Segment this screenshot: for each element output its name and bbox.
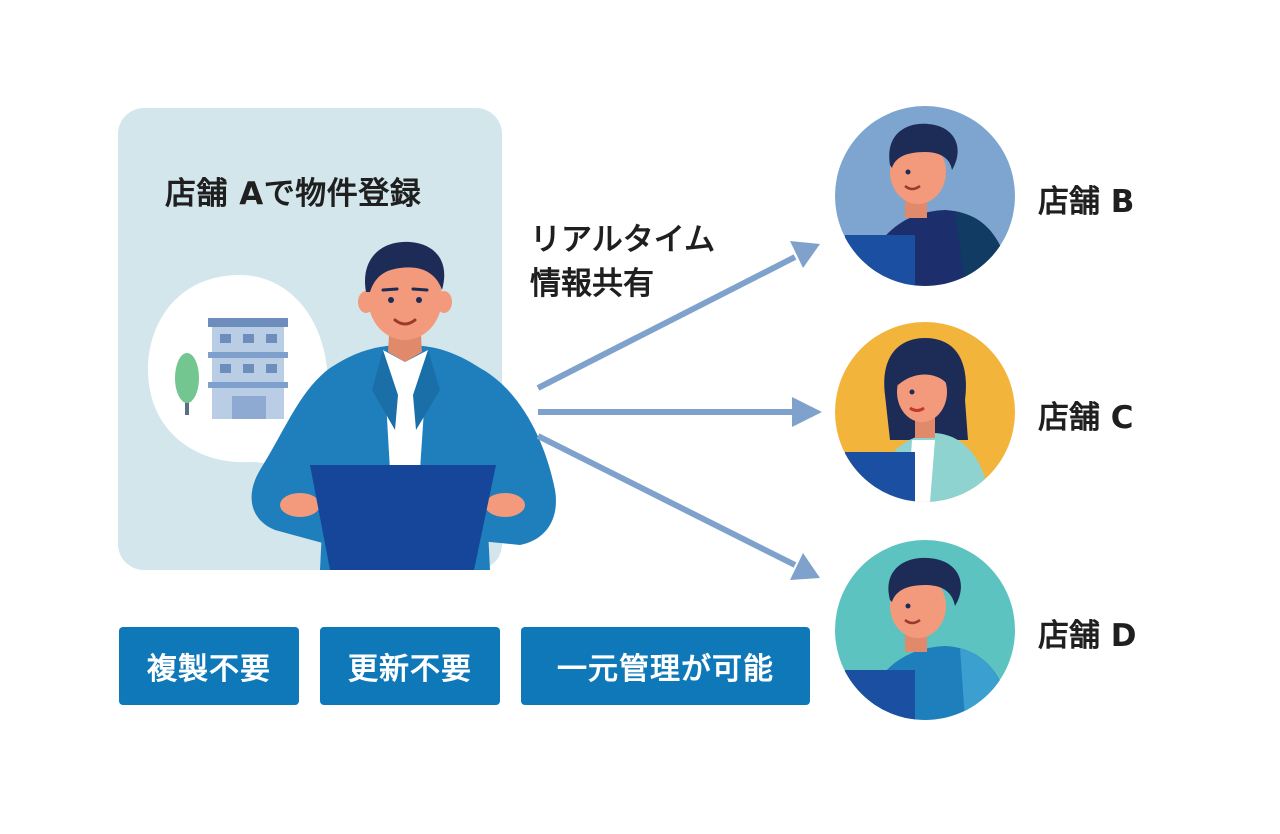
badge-no-duplication: 複製不要 xyxy=(119,627,299,705)
laptop-icon xyxy=(310,465,496,570)
building-icon xyxy=(208,318,288,419)
store-c-label: 店舗 C xyxy=(1038,400,1134,436)
badge-central-management: 一元管理が可能 xyxy=(521,627,810,705)
arrows xyxy=(536,241,822,580)
store-d-label: 店舗 D xyxy=(1038,618,1137,654)
store-d-avatar xyxy=(835,540,1015,720)
store-c-avatar xyxy=(835,322,1015,502)
store-b-avatar xyxy=(835,106,1015,286)
arrow-icon xyxy=(536,254,797,391)
store-b-label: 店舗 B xyxy=(1038,184,1135,220)
realtime-caption: リアルタイム 情報共有 xyxy=(530,218,715,306)
badge-no-update: 更新不要 xyxy=(320,627,500,705)
store-a-title: 店舗 Aで物件登録 xyxy=(165,176,422,212)
caption-line-1: リアルタイム xyxy=(530,222,716,258)
arrow-icon xyxy=(536,433,797,568)
caption-line-2: 情報共有 xyxy=(530,266,654,302)
tree-icon xyxy=(175,353,199,415)
